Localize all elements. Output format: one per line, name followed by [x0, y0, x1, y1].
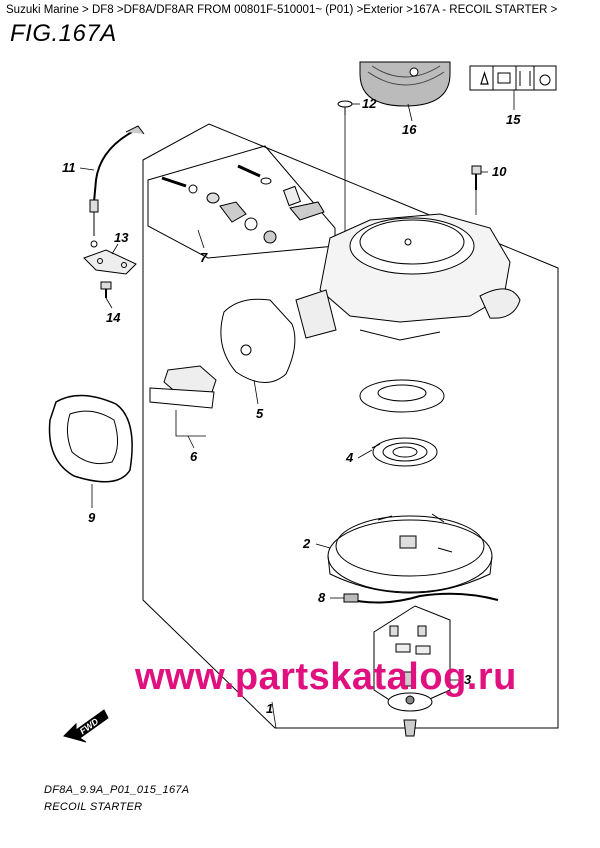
bolt-10 — [471, 165, 482, 190]
kit-outline-7 — [147, 145, 336, 259]
callout-11: 11 — [62, 160, 76, 175]
screw-12 — [337, 100, 353, 115]
reel-2 — [327, 513, 493, 594]
callout-15: 15 — [506, 112, 521, 127]
starter-handle-5 — [220, 298, 296, 383]
callout-4: 4 — [345, 450, 354, 465]
callout-12: 12 — [362, 96, 377, 111]
grip-insert-6 — [149, 365, 217, 437]
callout-6: 6 — [190, 449, 198, 464]
rope-8 — [343, 592, 499, 604]
recoil-spring-4 — [371, 437, 438, 467]
lockout-cable-11 — [89, 125, 145, 248]
warning-label-15 — [469, 65, 557, 91]
callout-14: 14 — [106, 310, 121, 325]
callout-13: 13 — [114, 230, 129, 245]
callout-2: 2 — [302, 536, 311, 551]
recoil-decal-16 — [359, 61, 451, 107]
callout-leaders — [79, 90, 515, 729]
lockout-parts-7 — [161, 164, 325, 244]
starter-housing-1 — [295, 213, 521, 341]
footer-figure-code: DF8A_9.9A_P01_015_167A — [44, 784, 190, 796]
callout-10: 10 — [492, 164, 507, 179]
handle-grip-9 — [48, 394, 133, 483]
assembly-outline — [142, 123, 559, 729]
bracket-13 — [83, 249, 137, 275]
callout-1: 1 — [266, 701, 273, 716]
figure-title: FIG.167A — [10, 20, 117, 47]
callout-8: 8 — [318, 590, 326, 605]
callout-5: 5 — [256, 406, 264, 421]
callout-9: 9 — [88, 510, 96, 525]
breadcrumb[interactable]: Suzuki Marine > DF8 >DF8A/DF8AR FROM 008… — [6, 4, 558, 16]
callout-16: 16 — [402, 122, 417, 137]
bolt-14 — [100, 281, 112, 298]
footer-figure-name: RECOIL STARTER — [44, 801, 143, 813]
spring-cover — [359, 379, 445, 413]
watermark: www.partskatalog.ru — [135, 656, 517, 698]
callout-3: 3 — [464, 672, 472, 687]
callout-7: 7 — [200, 250, 208, 265]
kit-outline-3 — [373, 605, 451, 711]
fwd-arrow-icon: FWD — [63, 709, 109, 743]
pawl-parts-3 — [387, 625, 433, 737]
